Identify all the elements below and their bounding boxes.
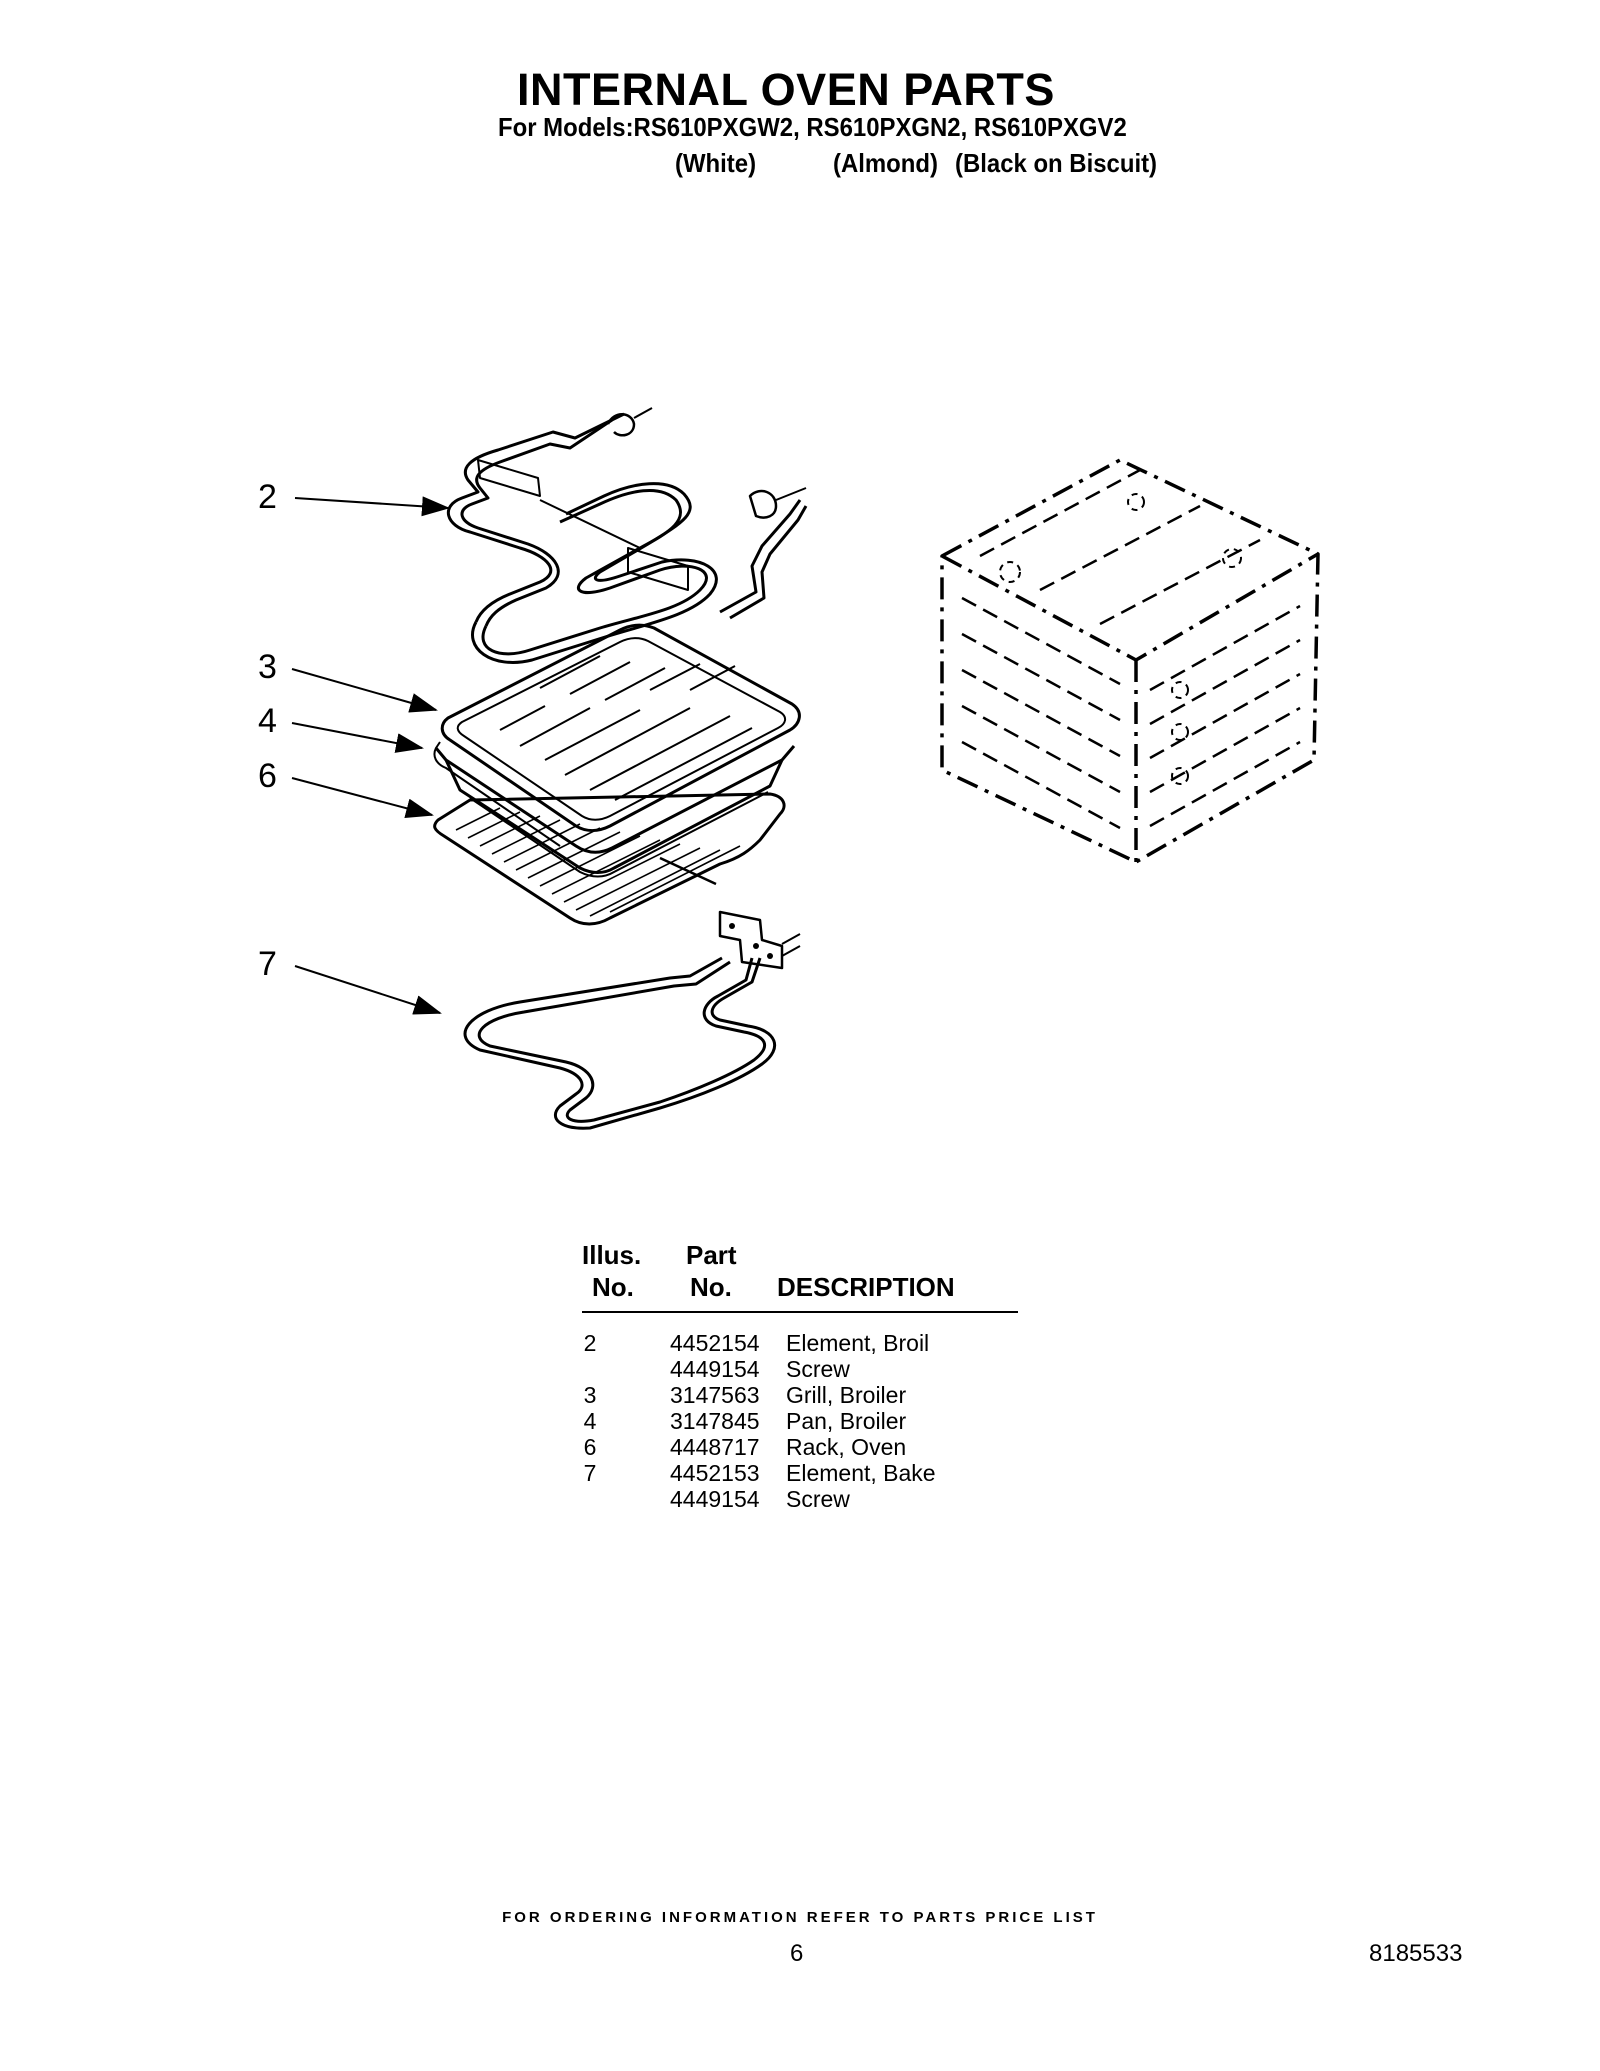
row-description: Rack, Oven — [786, 1434, 907, 1460]
row-illus: 7 — [583, 1460, 597, 1486]
row-description: Element, Bake — [786, 1460, 936, 1486]
row-description: Screw — [786, 1356, 850, 1382]
row-part: 4452153 — [670, 1460, 760, 1486]
callout-7: 7 — [258, 945, 277, 983]
color-black-on-biscuit: (Black on Biscuit) — [955, 148, 1158, 178]
header-part-1: Part — [686, 1240, 737, 1270]
page-title: INTERNAL OVEN PARTS — [517, 64, 1055, 115]
broiler-grill — [440, 623, 801, 832]
row-part: 4449154 — [670, 1486, 760, 1512]
row-part: 3147845 — [670, 1408, 760, 1434]
row-illus: 6 — [583, 1434, 597, 1460]
bake-element — [463, 910, 801, 1130]
header-illus-2: No. — [592, 1272, 634, 1302]
callout-arrows — [291, 496, 450, 1015]
callout-4: 4 — [258, 702, 277, 740]
broil-element — [446, 407, 808, 664]
row-illus: 3 — [583, 1382, 597, 1408]
header-rule — [582, 1311, 1018, 1313]
callout-2: 2 — [258, 478, 277, 516]
models-line: For Models:RS610PXGW2, RS610PXGN2, RS610… — [498, 112, 1127, 142]
color-white: (White) — [675, 148, 757, 178]
page-number: 6 — [790, 1940, 804, 1967]
table-row: 7 4452153 Element, Bake — [560, 1460, 1060, 1487]
row-illus: 4 — [583, 1408, 597, 1434]
table-row: 3 3147563 Grill, Broiler — [560, 1382, 1060, 1409]
arrow-6 — [291, 777, 434, 819]
table-row: 6 4448717 Rack, Oven — [560, 1434, 1060, 1461]
arrow-2 — [294, 496, 450, 517]
arrow-3 — [291, 668, 438, 713]
color-almond: (Almond) — [833, 148, 938, 178]
row-part: 4452154 — [670, 1330, 760, 1356]
arrow-7 — [294, 965, 442, 1015]
arrow-4 — [291, 722, 424, 753]
table-row: 2 4452154 Element, Broil — [560, 1330, 1060, 1357]
callout-6: 6 — [258, 757, 277, 795]
ordering-notice: FOR ORDERING INFORMATION REFER TO PARTS … — [502, 1909, 1098, 1926]
row-illus: 2 — [583, 1330, 597, 1356]
oven-cavity-phantom — [940, 458, 1320, 864]
header-description: DESCRIPTION — [777, 1272, 955, 1302]
header-illus-1: Illus. — [582, 1240, 642, 1270]
row-part: 4449154 — [670, 1356, 760, 1382]
header-part-2: No. — [690, 1272, 732, 1302]
broiler-pan — [433, 741, 796, 878]
exploded-parts-diagram — [291, 407, 1320, 1130]
row-description: Pan, Broiler — [786, 1408, 907, 1434]
callout-3: 3 — [258, 648, 277, 686]
row-part: 4448717 — [670, 1434, 760, 1460]
row-description: Element, Broil — [786, 1330, 930, 1356]
table-row: 4449154 Screw — [560, 1486, 1060, 1513]
row-description: Grill, Broiler — [786, 1382, 907, 1408]
table-row: 4449154 Screw — [560, 1356, 1060, 1383]
row-part: 3147563 — [670, 1382, 760, 1408]
oven-rack — [433, 792, 786, 926]
row-description: Screw — [786, 1486, 850, 1512]
table-row: 4 3147845 Pan, Broiler — [560, 1408, 1060, 1435]
document-number: 8185533 — [1369, 1940, 1463, 1967]
